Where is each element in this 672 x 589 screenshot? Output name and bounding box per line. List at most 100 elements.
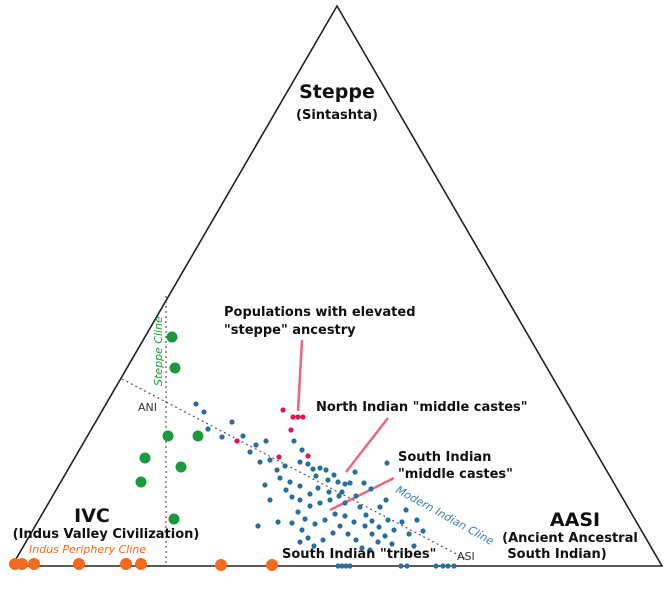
steppe-cline-point — [135, 476, 147, 488]
aasi-title: AASI — [550, 509, 600, 531]
ivc-subtitle: (Indus Valley Civilization) — [13, 527, 200, 542]
modern-indian-point — [369, 531, 375, 537]
modern-indian-point — [353, 537, 359, 543]
elevated-steppe-point — [276, 454, 282, 460]
pointer-north-indian — [345, 417, 389, 473]
annotation-tribes: South Indian "tribes" — [282, 547, 436, 562]
indus-periphery-points — [9, 558, 278, 571]
indus-periphery-point — [28, 558, 40, 570]
annotation-north-indian: North Indian "middle castes" — [316, 400, 528, 415]
aasi-subtitle-line1: (Ancient Ancestral — [502, 531, 638, 546]
modern-indian-point — [361, 480, 367, 486]
modern-indian-point — [291, 438, 297, 444]
modern-indian-point — [310, 466, 316, 472]
modern-indian-point — [307, 503, 313, 509]
elevated-steppe-point — [280, 407, 286, 413]
modern-indian-point — [295, 509, 301, 515]
modern-indian-point — [398, 563, 404, 569]
indus-periphery-point — [120, 558, 132, 570]
steppe-cline-point — [162, 430, 174, 442]
steppe-cline-point — [175, 461, 187, 473]
modern-indian-point — [363, 512, 369, 518]
modern-indian-point — [240, 433, 246, 439]
elevated-steppe-points — [234, 407, 311, 460]
indus-periphery-point — [266, 559, 278, 571]
modern-indian-point — [312, 521, 318, 527]
modern-indian-point — [414, 517, 420, 523]
modern-indian-point — [342, 500, 348, 506]
modern-indian-point — [299, 447, 305, 453]
modern-indian-point — [267, 497, 273, 503]
steppe-cline-points — [135, 331, 204, 525]
modern-indian-point — [367, 547, 373, 553]
modern-indian-point — [420, 528, 426, 534]
asi-label: ASI — [457, 550, 475, 563]
modern-indian-point — [353, 493, 359, 499]
ani-label: ANI — [138, 401, 157, 414]
modern-indian-point — [327, 497, 333, 503]
modern-indian-point — [343, 563, 349, 569]
modern-indian-point — [311, 543, 317, 549]
modern-indian-point — [330, 530, 336, 536]
steppe-title: Steppe — [299, 81, 375, 103]
modern-indian-point — [317, 500, 323, 506]
indus-periphery-point — [16, 558, 28, 570]
steppe-cline-point — [169, 362, 181, 374]
annotation-south-indian-line1: South Indian — [398, 450, 491, 465]
modern-indian-point — [385, 517, 391, 523]
modern-indian-point — [345, 531, 351, 537]
modern-indian-point — [287, 479, 293, 485]
modern-indian-point — [357, 504, 363, 510]
modern-indian-point — [376, 524, 382, 530]
modern-indian-point — [351, 519, 357, 525]
modern-indian-point — [323, 467, 329, 473]
modern-indian-point — [201, 409, 207, 415]
modern-indian-point — [391, 527, 397, 533]
modern-indian-point — [283, 487, 289, 493]
modern-indian-point — [229, 419, 235, 425]
modern-indian-point — [297, 539, 303, 545]
modern-indian-point — [331, 472, 337, 478]
modern-indian-point — [274, 467, 280, 473]
modern-indian-point — [297, 483, 303, 489]
modern-indian-point — [297, 497, 303, 503]
modern-indian-point — [315, 485, 321, 491]
modern-indian-cline-line — [121, 378, 469, 561]
modern-indian-point — [322, 517, 328, 523]
ivc-title: IVC — [74, 505, 110, 527]
modern-indian-point — [433, 563, 439, 569]
annotation-steppe-populations-line1: Populations with elevated — [224, 305, 416, 320]
modern-indian-point — [375, 539, 381, 545]
modern-indian-point — [359, 545, 365, 551]
modern-indian-point — [307, 491, 313, 497]
modern-indian-point — [335, 563, 341, 569]
steppe-cline-point — [192, 430, 204, 442]
elevated-steppe-point — [305, 453, 311, 459]
modern-indian-point — [305, 535, 311, 541]
modern-indian-point — [255, 523, 261, 529]
modern-indian-point — [382, 533, 388, 539]
modern-indian-point — [404, 563, 410, 569]
modern-indian-point — [384, 460, 390, 466]
modern-indian-point — [267, 457, 273, 463]
modern-indian-point — [320, 537, 326, 543]
modern-indian-point — [325, 477, 331, 483]
modern-indian-point — [305, 461, 311, 467]
modern-indian-point — [339, 563, 345, 569]
modern-indian-point — [253, 442, 259, 448]
modern-indian-point — [219, 434, 225, 440]
pointer-steppe-populations — [296, 339, 304, 412]
modern-indian-point — [297, 459, 303, 465]
modern-indian-point — [368, 486, 374, 492]
modern-indian-point — [205, 426, 211, 432]
modern-indian-point — [332, 511, 338, 517]
modern-indian-point — [326, 489, 332, 495]
modern-indian-point — [369, 518, 375, 524]
modern-indian-point — [277, 475, 283, 481]
steppe-cline-point — [166, 331, 178, 343]
modern-indian-point — [289, 494, 295, 500]
modern-indian-point — [342, 513, 348, 519]
modern-indian-point — [282, 463, 288, 469]
steppe-subtitle: (Sintashta) — [296, 108, 378, 123]
